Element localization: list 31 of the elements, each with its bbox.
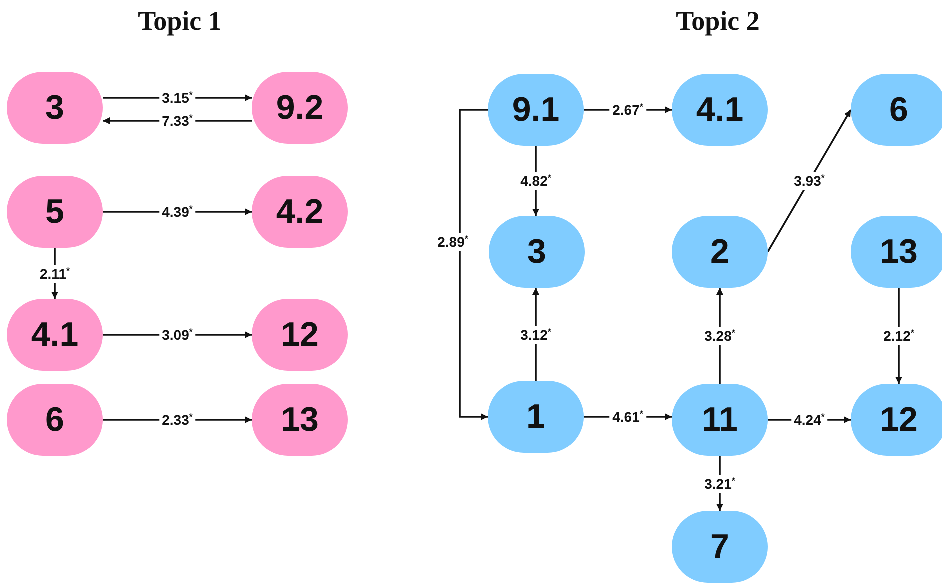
edge-label: 4.82$^{*}$	[518, 172, 554, 190]
edge-label: 3.21$^{*}$	[702, 474, 738, 492]
node-label: 4.2	[276, 192, 324, 232]
node-label: 13	[281, 400, 319, 440]
node-pill	[851, 216, 942, 288]
node-label: 12	[880, 400, 918, 440]
node-label: 9.2	[276, 88, 324, 128]
node-label: 1	[526, 398, 546, 436]
edge-label: 3.28$^{*}$	[702, 327, 738, 345]
node-label: 9.1	[512, 90, 560, 130]
edge-label: 2.11$^{*}$	[37, 264, 73, 282]
section-heading: Topic 1	[138, 6, 222, 37]
node-label: 5	[46, 192, 64, 232]
section-heading: Topic 2	[676, 6, 760, 37]
edge-label: 3.93$^{*}$	[791, 172, 828, 190]
arrow	[767, 110, 852, 252]
edge-label: 3.12$^{*}$	[518, 326, 554, 344]
node-label: 13	[880, 232, 918, 272]
arrow	[459, 109, 488, 420]
node-label: 3	[46, 88, 64, 128]
node-label: 6	[890, 90, 908, 130]
node-label: 4.1	[31, 316, 79, 354]
node-label: 7	[710, 528, 730, 566]
node-label: 6	[46, 400, 64, 440]
node-label: 11	[702, 400, 738, 440]
node-label: 2	[710, 232, 730, 272]
node-label: 3	[528, 232, 546, 272]
node-label: 12	[281, 316, 319, 354]
node-pill	[851, 384, 942, 456]
node-label: 4.1	[696, 90, 744, 130]
node-pill	[851, 74, 942, 146]
